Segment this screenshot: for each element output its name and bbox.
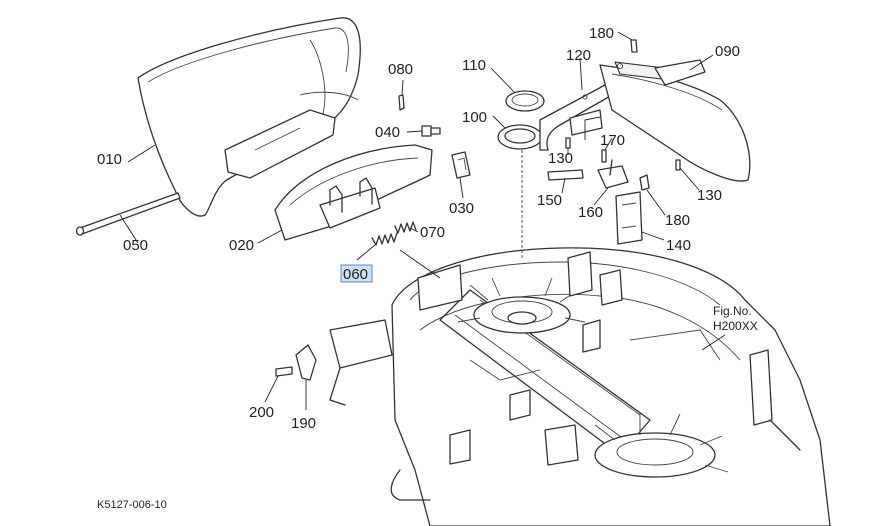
- part-140-plate: [615, 191, 643, 245]
- drawing-code: K5127-006-10: [97, 499, 167, 511]
- part-040-bolt: [421, 125, 441, 137]
- label-120[interactable]: 120: [566, 47, 591, 64]
- label-130-right[interactable]: 130: [697, 187, 722, 204]
- label-190[interactable]: 190: [291, 415, 316, 432]
- part-160-handle: [597, 159, 629, 189]
- part-060-spring: [371, 232, 398, 246]
- label-090[interactable]: 090: [715, 43, 740, 60]
- label-150[interactable]: 150: [537, 192, 562, 209]
- label-010[interactable]: 010: [97, 151, 122, 168]
- part-180-bolt-top: [630, 39, 638, 53]
- label-140[interactable]: 140: [666, 237, 691, 254]
- label-060[interactable]: 060: [343, 266, 368, 283]
- label-130-left[interactable]: 130: [548, 150, 573, 167]
- part-120-bracket: [539, 84, 613, 151]
- part-010-cover: [137, 17, 361, 217]
- label-160[interactable]: 160: [578, 204, 603, 221]
- part-100-ring: [497, 124, 543, 150]
- label-050[interactable]: 050: [123, 237, 148, 254]
- part-080-pin: [398, 94, 405, 111]
- part-110-ring: [505, 90, 545, 112]
- part-030-clip: [451, 151, 471, 179]
- part-labels: 010 020 030 040 050 060 070 080 090 100 …: [97, 25, 740, 432]
- mower-deck: [329, 247, 831, 526]
- label-180-lower[interactable]: 180: [665, 212, 690, 229]
- figure-number-label: Fig.No.: [713, 304, 752, 318]
- part-200-bolt: [275, 366, 293, 377]
- part-050-rod: [75, 192, 181, 236]
- figure-number-value: H200XX: [713, 319, 758, 333]
- label-100[interactable]: 100: [462, 109, 487, 126]
- label-110[interactable]: 110: [462, 57, 486, 74]
- part-130-bolt-right: [675, 159, 681, 171]
- label-030[interactable]: 030: [449, 200, 474, 217]
- part-130-bolt-left: [565, 137, 571, 149]
- part-090-chute: [599, 59, 751, 182]
- leader-lines: [119, 31, 726, 410]
- label-180-top[interactable]: 180: [589, 25, 614, 42]
- label-170[interactable]: 170: [600, 132, 625, 149]
- label-200[interactable]: 200: [249, 404, 274, 421]
- part-150-latch: [547, 169, 584, 181]
- part-020-deflector: [274, 144, 433, 241]
- part-190-bracket: [295, 344, 317, 381]
- part-070-spring: [394, 221, 417, 234]
- highlight-060: [340, 264, 373, 283]
- label-070[interactable]: 070: [420, 224, 445, 241]
- label-040[interactable]: 040: [375, 124, 400, 141]
- label-020[interactable]: 020: [229, 237, 254, 254]
- part-170-pin: [601, 149, 607, 163]
- label-080[interactable]: 080: [388, 61, 413, 78]
- part-180-bolt-lower: [639, 174, 650, 191]
